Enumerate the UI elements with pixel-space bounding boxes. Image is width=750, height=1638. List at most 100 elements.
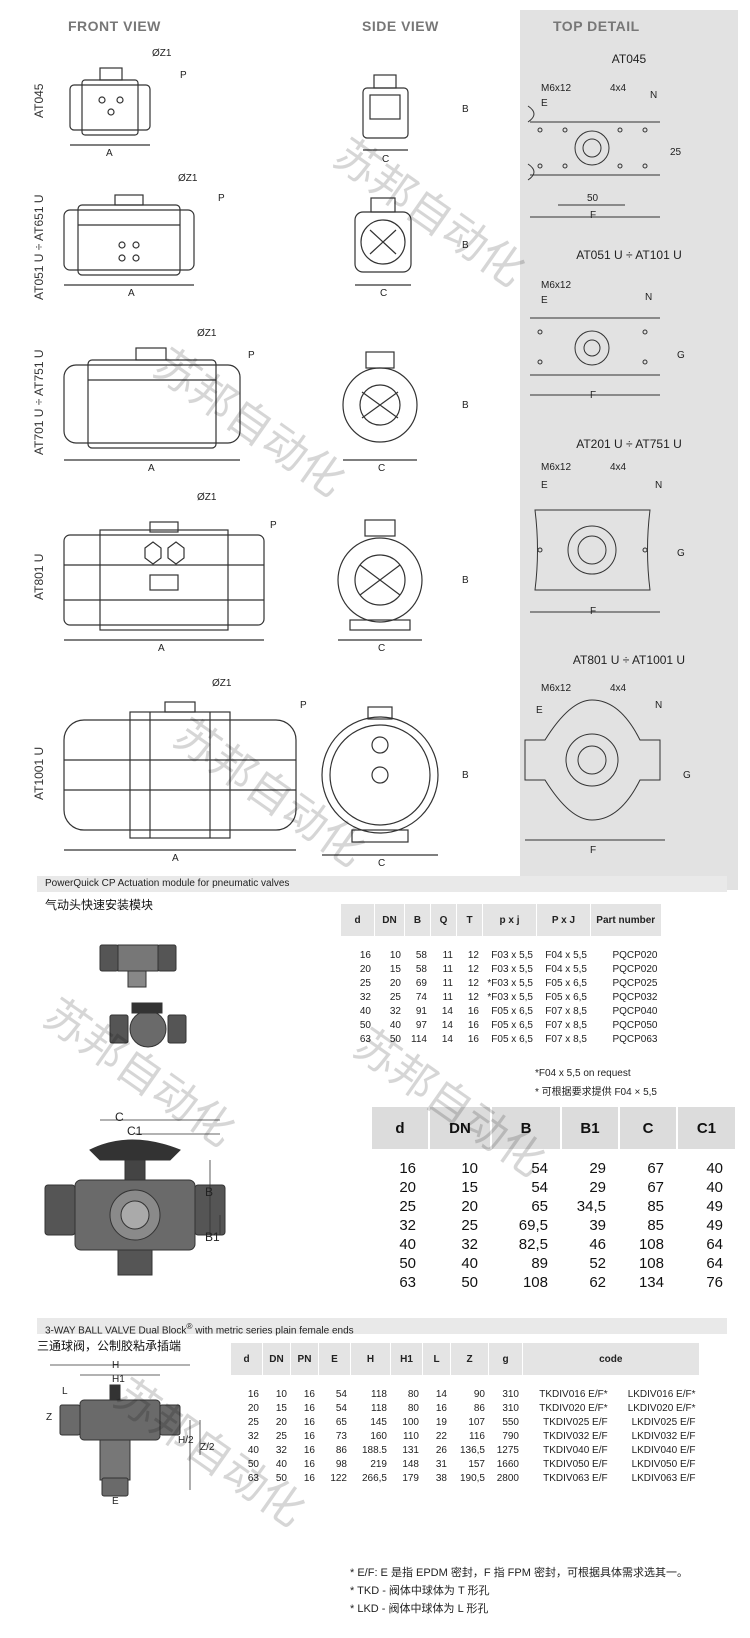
registered-mark: ® xyxy=(186,1321,193,1331)
dim-a-4: A xyxy=(158,643,165,654)
detail-n-4: N xyxy=(655,700,663,711)
detail-e-1: E xyxy=(541,98,548,109)
pq-header-d: d xyxy=(340,904,375,936)
side-view-at045 xyxy=(362,74,409,151)
dim-z2: Z/2 xyxy=(200,1442,215,1453)
pq-header-dn: DN xyxy=(374,904,405,936)
dim-h: H xyxy=(112,1360,120,1371)
bv-header-pn: PN xyxy=(290,1343,319,1375)
pq-header-part: Part number xyxy=(590,904,661,936)
detail-title-3: AT201 U ÷ AT751 U xyxy=(576,437,682,451)
dim-b-5: B xyxy=(462,770,469,781)
dim-p-5: P xyxy=(300,700,307,711)
front-view-at045 xyxy=(69,67,151,146)
front-view-header: FRONT VIEW xyxy=(68,18,161,34)
side-view-at801 xyxy=(337,519,423,641)
detail-title-2: AT051 U ÷ AT101 U xyxy=(576,248,682,262)
side-view-at051 xyxy=(354,197,412,286)
dim-header-dn: DN xyxy=(428,1107,491,1149)
side-view-header: SIDE VIEW xyxy=(362,18,439,34)
bv-note-3: * LKD - 阀体中球体为 L 形孔 xyxy=(350,1603,489,1615)
detail-f-3: F xyxy=(590,606,597,617)
dim-header-b: B xyxy=(490,1107,561,1149)
dim-h2: H/2 xyxy=(178,1435,194,1446)
detail-m-3: M6x12 xyxy=(541,462,572,473)
bv-header-dn: DN xyxy=(262,1343,291,1375)
dim-b1: B1 xyxy=(205,1230,220,1244)
dim-a-2: A xyxy=(128,288,135,299)
dim-b-3: B xyxy=(462,400,469,411)
bv-header-e: E xyxy=(318,1343,351,1375)
dim-z1-4: ØZ1 xyxy=(197,492,217,503)
side-view-at1001 xyxy=(321,706,439,856)
dim-z1-2: ØZ1 xyxy=(178,173,198,184)
actuator-drawings xyxy=(63,67,439,856)
dim-c-3: C xyxy=(378,463,386,474)
dim-header-c1: C1 xyxy=(676,1107,735,1149)
front-view-at701 xyxy=(63,347,241,461)
dim-z1-5: ØZ1 xyxy=(212,678,232,689)
dim-header-c: C xyxy=(618,1107,677,1149)
detail-n-3: N xyxy=(655,480,663,491)
ballvalve-title-rest: with metric series plain female ends xyxy=(192,1325,354,1337)
three-way-valve-drawing xyxy=(50,1364,201,1497)
bv-header-l: L xyxy=(422,1343,451,1375)
dim-a-5: A xyxy=(172,853,179,864)
pq-header-q: Q xyxy=(430,904,457,936)
ballvalve-title: 3-WAY BALL VALVE Dual Block xyxy=(45,1325,187,1337)
pq-header-t: T xyxy=(456,904,483,936)
dim-header-b1: B1 xyxy=(560,1107,619,1149)
detail-extra-1: 50 xyxy=(587,193,599,204)
front-view-at1001 xyxy=(63,701,297,851)
bv-header-d: d xyxy=(230,1343,263,1375)
detail-f-2: F xyxy=(590,390,597,401)
dim-z1-1: ØZ1 xyxy=(152,48,172,59)
pq-note-2: * 可根据要求提供 F04 × 5,5 xyxy=(535,1087,657,1098)
dim-p-3: P xyxy=(248,350,255,361)
top-detail-header: TOP DETAIL xyxy=(553,18,640,34)
bv-header-h1: H1 xyxy=(390,1343,423,1375)
detail-title-4: AT801 U ÷ AT1001 U xyxy=(572,653,686,667)
dim-c-5: C xyxy=(378,858,386,869)
detail-g-4: G xyxy=(683,770,691,781)
pq-header-pxj: p x j xyxy=(482,904,537,936)
dim-header-d: d xyxy=(370,1107,429,1149)
dim-p-2: P xyxy=(218,193,225,204)
front-view-at051 xyxy=(63,194,195,286)
detail-g-3: G xyxy=(677,548,685,559)
ballvalve-title-bar: 3-WAY BALL VALVE Dual Block® with metric… xyxy=(37,1318,727,1337)
side-view-at701 xyxy=(342,351,418,461)
dim-c: C xyxy=(115,1110,124,1124)
bv-note-1: * E/F: E 是指 EPDM 密封，F 指 FPM 密封，可根据具体需求选其… xyxy=(350,1567,688,1579)
detail-g-2: G xyxy=(677,350,685,361)
detail-title-1: AT045 xyxy=(611,52,647,66)
dim-c-1: C xyxy=(382,154,390,165)
bv-note-2: * TKD - 阀体中球体为 T 形孔 xyxy=(350,1585,490,1597)
dim-a-3: A xyxy=(148,463,155,474)
powerquick-illustration xyxy=(99,944,187,1048)
drawing-sheet: FRONT VIEW SIDE VIEW TOP DETAIL AT045 AT… xyxy=(32,10,738,890)
ballvalve-subtitle: 三通球阀，公制胶粘承插端 xyxy=(37,1339,182,1353)
dim-z1-3: ØZ1 xyxy=(197,328,217,339)
detail-f-4: F xyxy=(590,845,597,856)
top-detail-drawings xyxy=(524,105,665,841)
bv-header-z: Z xyxy=(450,1343,489,1375)
dim-h1: H1 xyxy=(112,1374,125,1385)
dim-p-1: P xyxy=(180,70,187,81)
bv-header-h: H xyxy=(350,1343,391,1375)
